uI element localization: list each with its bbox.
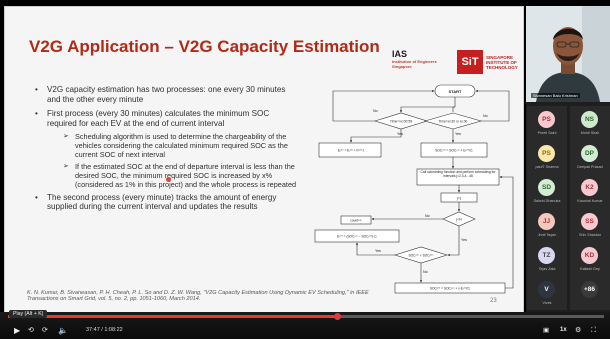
participant-name: Sakshi Dhanuka [533, 199, 561, 203]
time-display: 37:47 / 1:08:22 [86, 327, 123, 333]
participant-tile[interactable]: TZ Tejas Zala [527, 242, 567, 276]
participant-tile[interactable]: V Vivek [527, 276, 567, 310]
decision-soc [393, 246, 449, 264]
decision-j [442, 211, 476, 227]
fast-forward-icon[interactable]: ⟳ [42, 327, 48, 334]
participant-tile[interactable]: SS Shiv Shankar [570, 208, 610, 242]
participant-name: Jnnit Tayan [537, 233, 557, 237]
participant-avatar: NS [581, 111, 598, 128]
participant-tile[interactable]: PS paulT Sharma [527, 140, 567, 174]
participant-tile[interactable]: SD Sakshi Dhanuka [527, 174, 567, 208]
fullscreen-icon[interactable]: ⛶ [591, 327, 596, 334]
svg-text:No: No [425, 214, 430, 218]
participant-avatar: TZ [538, 247, 555, 264]
svg-text:Eᵢᶜʰᵗ = Eᵢᶜʰᵗ + Pᵢᶜʰᵗ·t: Eᵢᶜʰᵗ = Eᵢᶜʰᵗ + Pᵢᶜʰᵗ·t [338, 149, 364, 153]
svg-text:count++: count++ [350, 219, 362, 223]
participant-tile[interactable]: KD Kailash Dey [570, 242, 610, 276]
speaker-portrait [526, 6, 610, 102]
seek-progress [8, 315, 338, 318]
ias-logo: IAS Institution of Engineers Singapore [392, 49, 437, 69]
participant-name: Vivek [542, 301, 552, 305]
participant-avatar: SD [538, 179, 555, 196]
participant-name: Kailash Dey [580, 267, 600, 271]
volume-icon[interactable]: 🔈 [58, 326, 68, 335]
schedule-box [416, 168, 500, 186]
sit-logo: SiT SINGAPORE INSTITUTE OF TECHNOLOGY [457, 49, 521, 75]
participant-tile[interactable]: +86 [570, 276, 610, 310]
rewind-icon[interactable]: ⟲ [28, 327, 34, 334]
seek-handle[interactable] [334, 313, 342, 320]
participant-name: Tejas Zala [538, 267, 556, 271]
play-tooltip: Play (Alt + K) [9, 310, 48, 318]
laser-pointer [166, 177, 171, 182]
participant-tile[interactable]: DP Deepak Prasad [570, 140, 610, 174]
speaker-video[interactable]: Sivanesan Balu Krishnan [526, 6, 610, 102]
participant-avatar: DP [581, 145, 598, 162]
presentation-slide: V2G Application – V2G Capacity Estimatio… [4, 6, 524, 314]
subtitles-icon[interactable]: ▣ [543, 327, 550, 334]
player-controls: ▶ ⟲ ⟳ 🔈 37:47 / 1:08:22 ▣ 1x ⚙ ⛶ [0, 312, 610, 339]
sub-bullet-item: Scheduling algorithm is used to determin… [63, 133, 299, 159]
svg-text:j=1: j=1 [456, 197, 462, 201]
participant-name: paulT Sharma [535, 165, 559, 169]
update-box [314, 229, 400, 243]
participant-name: Shiv Shankar [579, 233, 601, 237]
bullet-item: The second process (every minute) tracks… [35, 193, 299, 212]
participant-tile[interactable]: PS Preeti Saini [527, 106, 567, 140]
participant-avatar: +86 [581, 281, 598, 298]
svg-text:Yes: Yes [375, 249, 381, 253]
settings-icon[interactable]: ⚙ [575, 327, 582, 334]
soc-box [420, 142, 488, 158]
flowchart-diagram: START Time=xx:00:59 Time=xx:30 or xx:00 … [314, 84, 514, 294]
play-icon[interactable]: ▶ [14, 326, 21, 335]
slide-reference: K. N. Kumar, B. Sivaneasan, P. H. Cheah,… [27, 290, 369, 303]
svg-text:Time=xx:00:59: Time=xx:00:59 [390, 120, 412, 124]
participant-tile[interactable]: JJ Jnnit Tayan [527, 208, 567, 242]
svg-text:Yes: Yes [455, 132, 461, 136]
participant-gallery: Sivanesan Balu Krishnan PS Preeti Saini NS… [526, 6, 610, 312]
speaker-name: Sivanesan Balu Krishnan [531, 93, 580, 98]
participant-avatar: V [538, 281, 555, 298]
participant-avatar: PS [538, 111, 555, 128]
svg-text:No: No [373, 109, 378, 113]
participant-avatar: SS [581, 213, 598, 230]
svg-text:j<N: j<N [455, 217, 462, 221]
participant-name: Mohit Shah [580, 131, 600, 135]
svg-text:No: No [423, 270, 428, 274]
participant-avatar: K2 [581, 179, 598, 196]
seek-bar[interactable] [8, 313, 604, 320]
svg-text:Yes: Yes [397, 132, 403, 136]
slide-bullets: V2G capacity estimation has two processe… [35, 85, 299, 217]
svg-text:No: No [483, 114, 488, 118]
participant-tile[interactable]: NS Mohit Shah [570, 106, 610, 140]
sub-bullet-item: If the estimated SOC at the end of depar… [63, 163, 299, 189]
participant-avatar: PS [538, 145, 555, 162]
svg-text:Yes: Yes [461, 238, 467, 242]
svg-text:SOCᵢᶜʰᵗ < SOCᵢᵈᵉˢ: SOCᵢᶜʰᵗ < SOCᵢᵈᵉˢ [409, 254, 435, 258]
svg-text:SOCᵢᶜʰᵗ = SOCᵢᶜᵘʳ + x·Eᵢᶜʰᵗ/Cᵢ: SOCᵢᶜʰᵗ = SOCᵢᶜᵘʳ + x·Eᵢᶜʰᵗ/Cᵢ [430, 287, 471, 291]
count-box [340, 215, 372, 225]
svg-text:SOCᵢᶜʰᵗ = SOCᵢᶜᵘʳ + Eᵢᶜʰᵗ/Cᵢ: SOCᵢᶜʰᵗ = SOCᵢᶜᵘʳ + Eᵢᶜʰᵗ/Cᵢ [435, 149, 473, 153]
participant-name: Kaushal Kumar [577, 199, 603, 203]
participant-avatar: KD [581, 247, 598, 264]
participant-name: Deepak Prasad [577, 165, 603, 169]
slide-number: 23 [490, 298, 497, 304]
svg-text:START: START [448, 89, 462, 94]
participant-name: Preeti Saini [537, 131, 557, 135]
slide-title: V2G Application – V2G Capacity Estimatio… [29, 37, 380, 56]
bullet-item: First process (every 30 minutes) calcula… [35, 109, 299, 128]
energy-box [318, 142, 382, 158]
svg-text:Eᵢᶜʰᵗ = (SOCᵢᶜᵘʳ − SOCᵢᶜʰᵗ)·Cᵢ: Eᵢᶜʰᵗ = (SOCᵢᶜᵘʳ − SOCᵢᶜʰᵗ)·Cᵢ [337, 235, 377, 239]
participant-avatar: JJ [538, 213, 555, 230]
speed-icon[interactable]: 1x [560, 327, 567, 333]
bullet-item: V2G capacity estimation has two processe… [35, 85, 299, 104]
svg-text:Time=xx:30 or xx:00: Time=xx:30 or xx:00 [439, 120, 468, 124]
